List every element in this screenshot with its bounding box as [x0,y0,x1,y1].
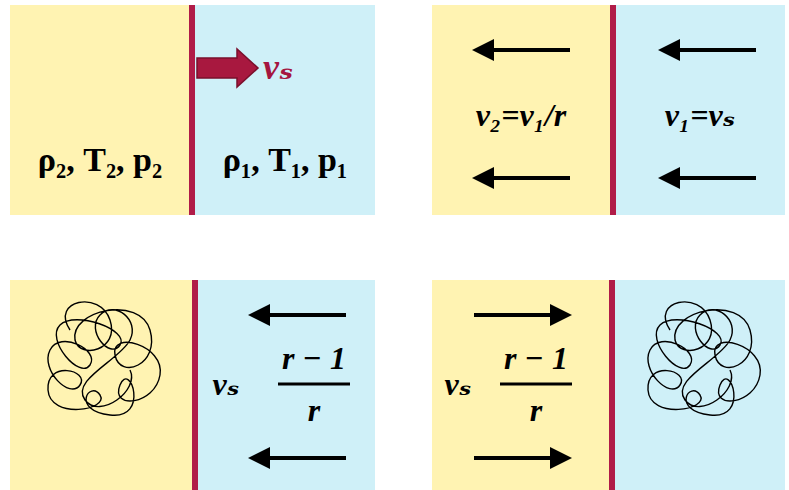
downstream-state: ρ₂, T₂, p₂ [10,5,190,215]
downstream-region [432,5,611,215]
flow-arrow [472,39,570,61]
upstream-flow: vₛ r − 1 r [198,280,375,490]
velocity-symbol: vₛ [213,368,240,400]
flow-arrow [248,304,346,326]
downstream-region [432,280,610,490]
shock-velocity-arrow [197,49,258,87]
upstream-flow: v₁=vₛ [616,5,785,215]
flow-arrow [474,447,572,469]
shock-speed-label: vₛ [263,49,293,85]
turbulence-scribble [48,302,160,415]
flow-arrow [658,39,756,61]
shock-front [189,5,195,215]
state-variables: ρ₁, T₁, p₁ [223,143,347,177]
upstream-region [198,280,375,490]
velocity-symbol: vₛ [445,368,472,400]
state-variables: ρ₂, T₂, p₂ [38,143,162,177]
fraction-bar [500,383,572,386]
flow-arrow [248,447,346,469]
flow-arrow [474,304,572,326]
flow-arrow [472,167,570,189]
upstream-region [195,5,375,215]
shock-front [192,280,198,490]
fraction-numerator: r − 1 [282,342,346,374]
velocity-relation: v₁=vₛ [665,99,735,131]
upstream-region [616,5,785,215]
velocity-relation: v₂=v₁/r [476,99,566,131]
fraction-numerator: r − 1 [504,342,568,374]
downstream-region [10,5,190,215]
turbulence-scribble [648,302,760,415]
downstream-flow: vₛ r − 1 r [432,280,610,490]
downstream-flow: v₂=v₁/r [432,5,611,215]
upstream-state: ρ₁, T₁, p₁ [195,5,375,215]
flow-arrow [658,167,756,189]
fraction-denominator: r [530,394,542,426]
downstream-region [10,280,193,490]
fraction-denominator: r [308,394,320,426]
upstream-region [615,280,785,490]
fraction-bar [278,383,350,386]
shock-front [609,280,615,490]
shock-front [610,5,616,215]
